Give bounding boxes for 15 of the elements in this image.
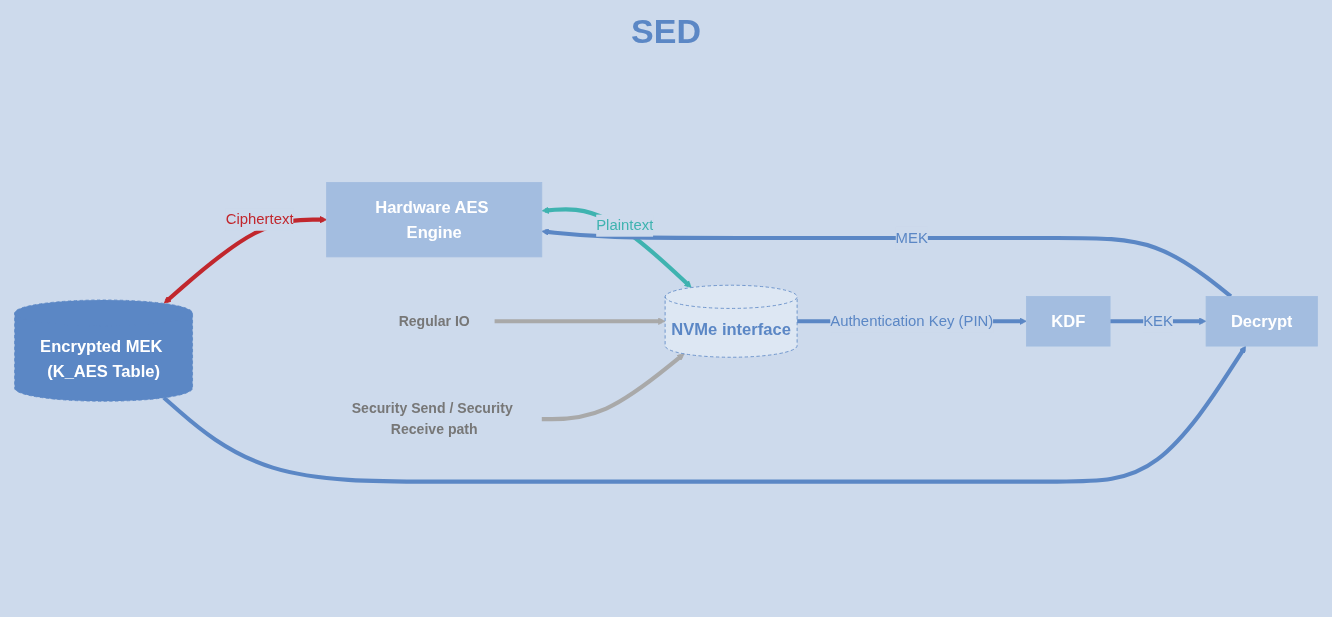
- node-text: Regular IO: [398, 313, 470, 329]
- edge-label: Ciphertext: [225, 210, 294, 228]
- node-box: Hardware AES Engine: [326, 182, 543, 258]
- arrow: [494, 317, 666, 325]
- node-text: Security Send / Security Receive path: [351, 400, 513, 438]
- arrow: [541, 353, 685, 422]
- diagram-title: SED: [631, 12, 701, 51]
- node-box: KDF: [1026, 296, 1111, 347]
- arrow: [541, 206, 692, 288]
- edge-label: Authentication Key (PIN): [830, 312, 994, 330]
- edge-label: MEK: [895, 229, 928, 246]
- edge-label: Plaintext: [596, 216, 654, 234]
- node-box: Decrypt: [1205, 296, 1318, 347]
- edge-label: KEK: [1143, 312, 1173, 330]
- arrow: [162, 345, 1246, 484]
